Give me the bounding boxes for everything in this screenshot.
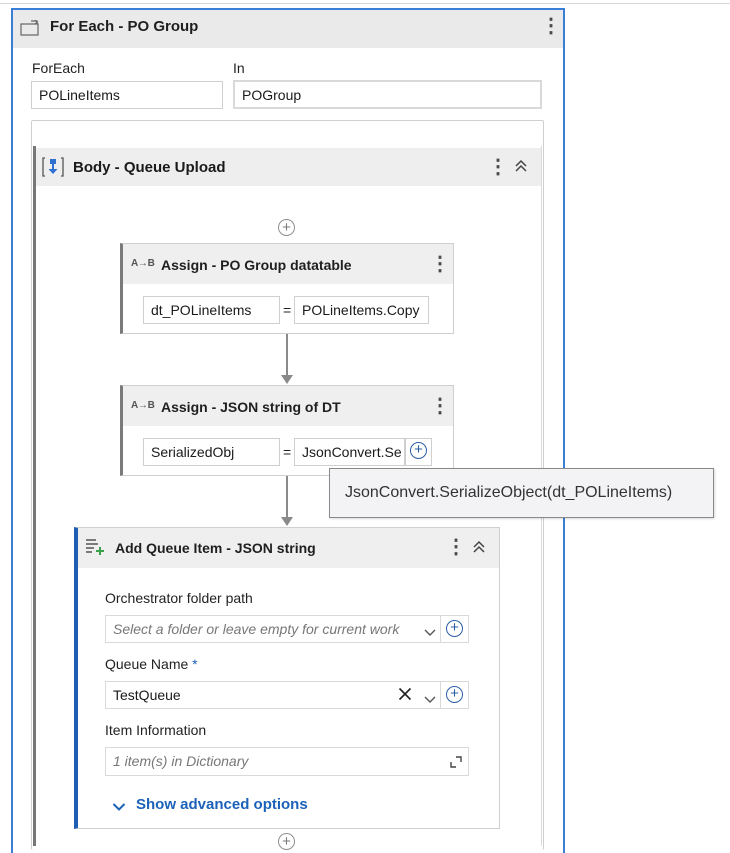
add-queue-item-title: Add Queue Item - JSON string <box>115 540 316 556</box>
foreach-item-input[interactable]: POLineItems <box>31 81 223 109</box>
folder-path-dropdown[interactable]: Select a folder or leave empty for curre… <box>105 615 441 643</box>
connector-arrow <box>281 517 293 526</box>
assign-po-group-kebab-menu-icon[interactable]: ⋮ <box>430 253 450 275</box>
top-divider <box>0 3 730 4</box>
assign-json-equals: = <box>283 444 292 460</box>
assign-po-group-equals: = <box>283 302 292 318</box>
body-title: Body - Queue Upload <box>73 159 226 176</box>
connector-line <box>286 476 288 518</box>
queue-name-label: Queue Name * <box>105 656 198 672</box>
chevron-down-icon[interactable] <box>424 691 436 709</box>
chevron-down-icon[interactable] <box>112 799 126 817</box>
assign-json-value-input[interactable]: JsonConvert.Se <box>294 438 405 466</box>
queue-name-input[interactable]: TestQueue <box>105 681 441 709</box>
assign-po-group-title: Assign - PO Group datatable <box>161 257 352 273</box>
folder-path-placeholder: Select a folder or leave empty for curre… <box>113 621 400 637</box>
sequence-icon <box>42 156 64 183</box>
chevron-down-icon[interactable] <box>424 624 436 642</box>
expression-editor-icon[interactable]: + <box>446 686 463 703</box>
expand-icon[interactable] <box>449 755 463 774</box>
connector-line <box>286 334 288 376</box>
assign-po-group-value-input[interactable]: POLineItems.Copy <box>294 296 429 324</box>
assign-json-title: Assign - JSON string of DT <box>161 399 341 415</box>
foreach-icon <box>20 19 40 41</box>
foreach-kebab-menu-icon[interactable]: ⋮ <box>541 15 561 37</box>
required-mark: * <box>192 656 198 672</box>
expression-editor-icon[interactable]: + <box>446 620 463 637</box>
add-queue-item-icon <box>85 538 105 561</box>
assign-icon: A→B <box>131 258 155 269</box>
assign-json-header[interactable] <box>123 386 453 426</box>
expression-editor-icon[interactable]: + <box>410 442 427 459</box>
assign-po-group-to-input[interactable]: dt_POLineItems <box>143 296 280 324</box>
add-queue-item-collapse-icon[interactable] <box>472 540 486 559</box>
body-kebab-menu-icon[interactable]: ⋮ <box>488 156 508 178</box>
add-queue-item-header[interactable] <box>78 528 499 568</box>
item-information-label: Item Information <box>105 722 207 738</box>
in-collection-input[interactable]: POGroup <box>233 80 542 109</box>
foreach-label: ForEach <box>32 60 85 76</box>
add-activity-icon[interactable]: + <box>278 833 295 850</box>
clear-icon[interactable] <box>398 687 412 706</box>
foreach-header[interactable] <box>13 10 563 48</box>
item-information-field[interactable]: 1 item(s) in Dictionary <box>105 747 469 776</box>
add-queue-item-activity[interactable] <box>74 527 500 829</box>
body-collapse-icon[interactable] <box>514 159 528 178</box>
in-label: In <box>233 60 245 76</box>
expression-tooltip: JsonConvert.SerializeObject(dt_POLineIte… <box>329 468 714 518</box>
folder-path-label: Orchestrator folder path <box>105 590 253 606</box>
body-header[interactable] <box>36 148 541 186</box>
assign-json-to-input[interactable]: SerializedObj <box>143 438 280 466</box>
add-activity-icon[interactable]: + <box>278 219 295 236</box>
connector-arrow <box>281 375 293 384</box>
queue-name-label-text: Queue Name <box>105 656 189 672</box>
assign-icon: A→B <box>131 400 155 411</box>
assign-json-kebab-menu-icon[interactable]: ⋮ <box>430 395 450 417</box>
assign-po-group-header[interactable] <box>123 244 453 284</box>
add-queue-item-kebab-menu-icon[interactable]: ⋮ <box>446 536 466 558</box>
foreach-title: For Each - PO Group <box>50 18 199 35</box>
show-advanced-options-link[interactable]: Show advanced options <box>136 796 308 813</box>
item-information-value: 1 item(s) in Dictionary <box>113 753 249 769</box>
